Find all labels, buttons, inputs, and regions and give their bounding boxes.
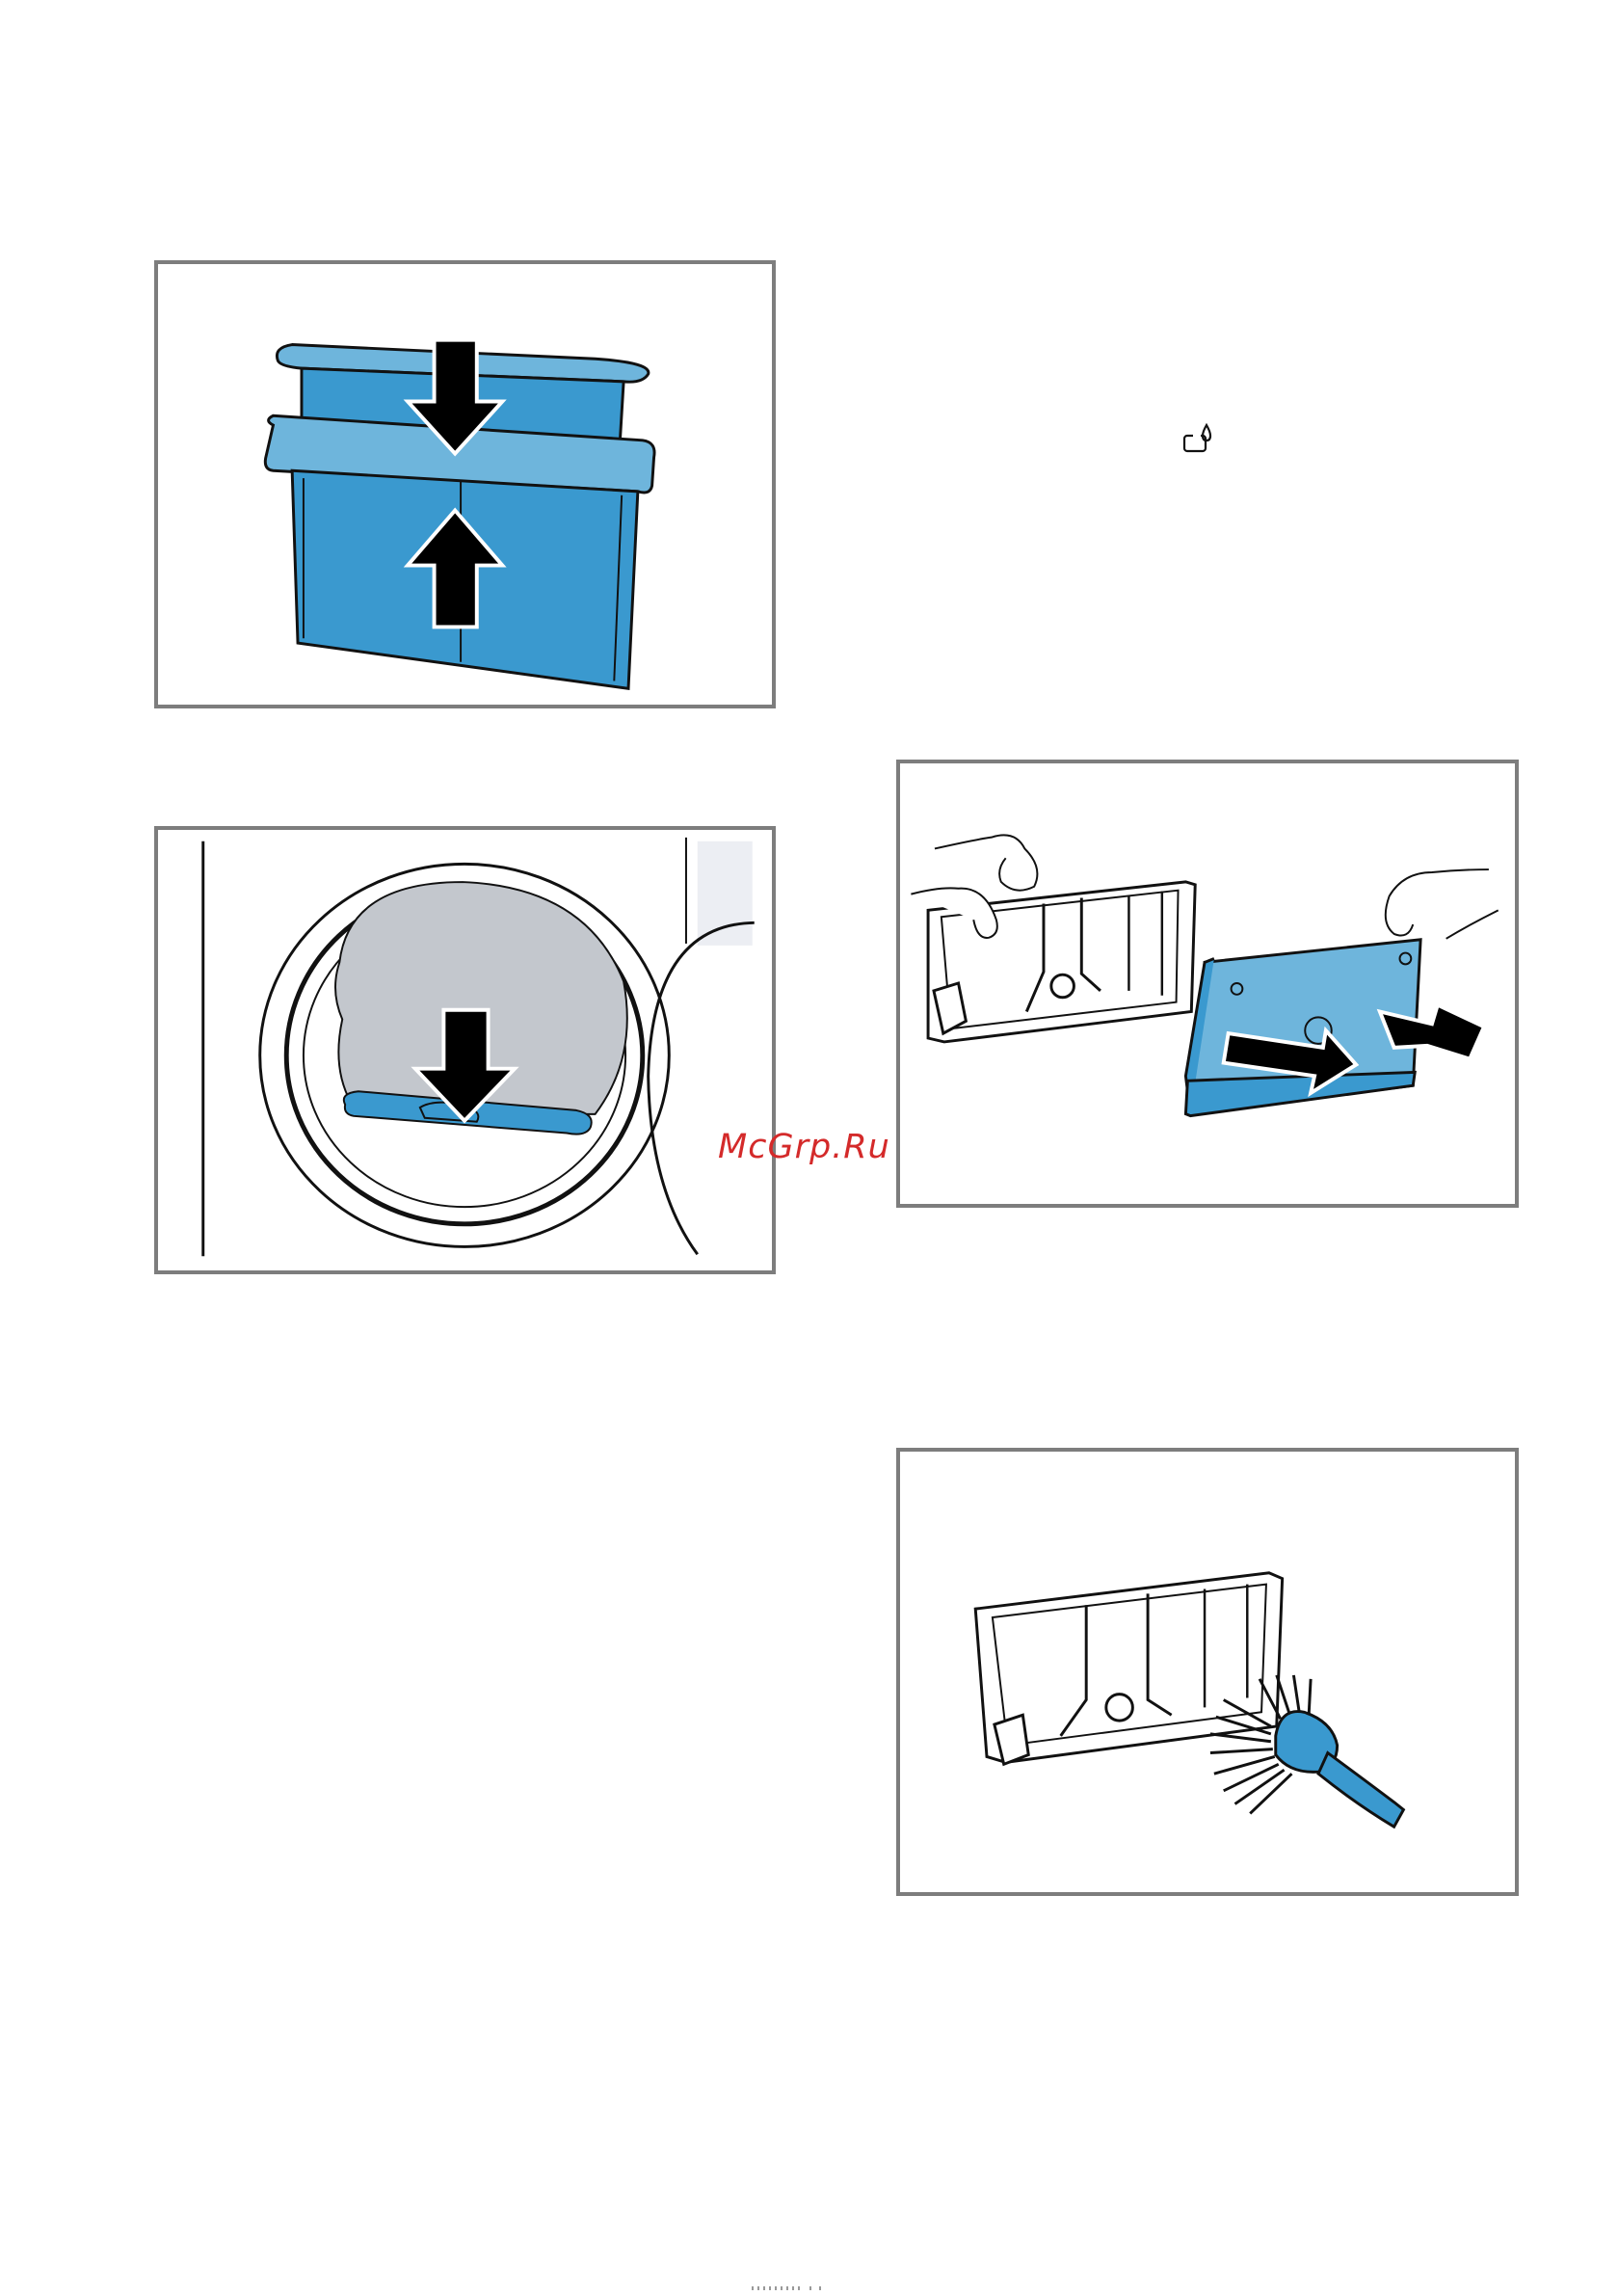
filter-press-drawing (158, 264, 772, 705)
watermark: McGrp.Ru (718, 1128, 890, 1166)
filter-brush-drawing (900, 1452, 1515, 1892)
filter-remove-drawing (900, 763, 1515, 1204)
illustration-filter-press (154, 260, 776, 708)
illustration-filter-remove (896, 760, 1519, 1208)
illustration-filter-brush (896, 1448, 1519, 1896)
filter-door-drawing (158, 830, 772, 1270)
illustration-filter-door (154, 826, 776, 1274)
page-footer-marks (752, 2286, 867, 2290)
condensate-container-icon (1181, 422, 1216, 457)
